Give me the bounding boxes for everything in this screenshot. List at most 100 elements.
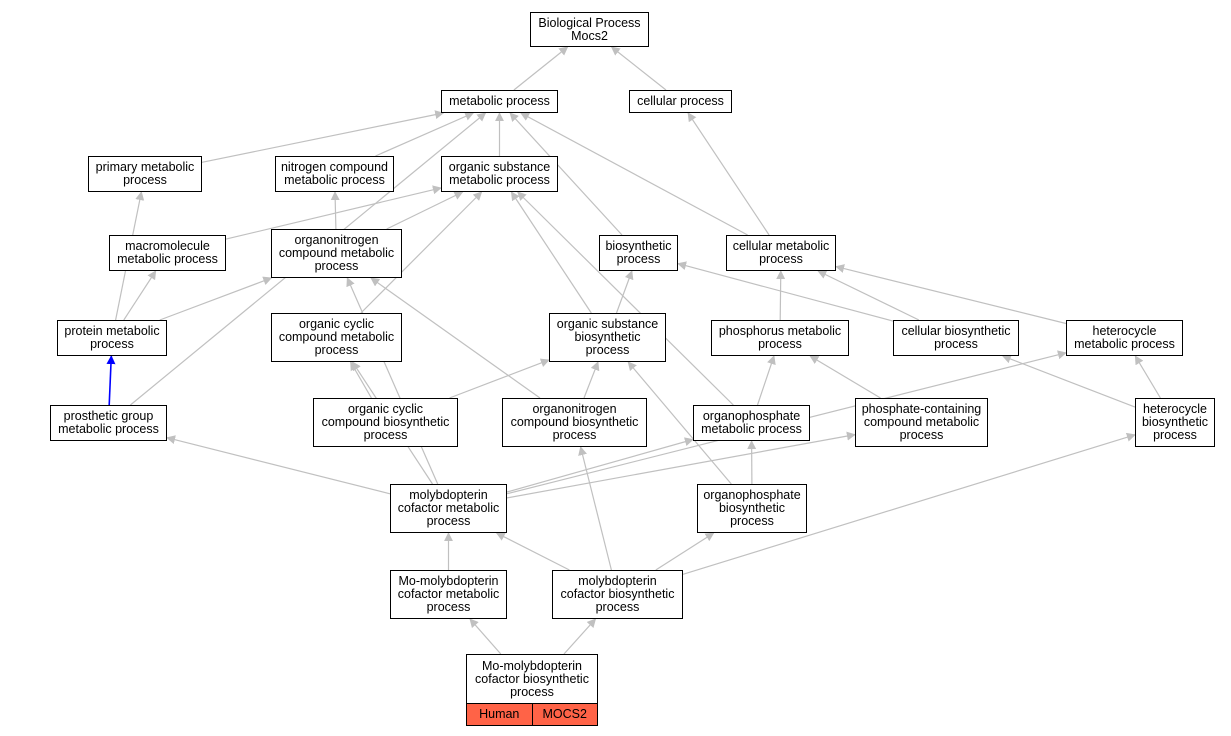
node-label-line: Mocs2 (571, 28, 608, 43)
node-label-line: process (552, 428, 597, 442)
node-label-line: compound biosynthetic (510, 415, 639, 429)
node-label-line: process (363, 428, 408, 442)
edge-organophos-to-phosphorus (756, 355, 776, 406)
edge-cellmetab-to-metabolic (520, 112, 748, 236)
edge-primary-to-metabolic (201, 110, 445, 163)
node-label-line: process (426, 514, 471, 528)
edge-molymetab-to-organonitro (346, 277, 439, 485)
edge-molybio-to-heterobio (682, 432, 1136, 575)
node-label-line: molybdopterin (578, 574, 657, 588)
node-label-line: metabolic process (1074, 337, 1175, 351)
edge-cellbio-to-cellmetab (817, 270, 920, 321)
node-label-line: biosynthetic (605, 239, 672, 253)
node-label-line: biosynthetic (574, 330, 641, 344)
edge-nitrogen-to-metabolic (375, 112, 475, 157)
go-node-metabolic[interactable]: metabolic process (441, 90, 558, 113)
node-label-line: organic substance (448, 160, 551, 174)
node-label-line: biosynthetic (718, 501, 785, 515)
node-label-line: cellular process (637, 94, 724, 108)
node-label-line: metabolic process (701, 422, 802, 436)
node-label-line: process (899, 428, 944, 442)
edge-heterobio-to-heterocycle (1134, 355, 1161, 399)
edge-prosthetic-to-protein (106, 355, 116, 406)
edge-protein-to-macromol (123, 270, 157, 321)
node-label-line: process (1153, 428, 1197, 442)
node-label-line: cellular metabolic (732, 239, 830, 253)
node-label-line: organophosphate (702, 409, 801, 423)
edge-orgcyclic-to-organicsub (360, 191, 483, 314)
node-label-line: Biological Process (538, 15, 641, 30)
node-label-line: organophosphate (703, 488, 801, 502)
edge-molymetab-to-prosthetic (166, 435, 391, 495)
node-label-line: cofactor biosynthetic (560, 587, 675, 601)
node-label-line: metabolic process (449, 94, 550, 108)
node-label-line: nitrogen compound (280, 160, 389, 174)
edge-cellular-to-bp (610, 46, 667, 91)
node-label-line: process (585, 343, 630, 357)
node-label-line: organonitrogen (294, 233, 379, 247)
node-label-line: compound metabolic (278, 330, 395, 344)
edge-heterocycle-to-cellmetab (835, 264, 1067, 325)
node-label-line: metabolic process (284, 173, 385, 187)
go-node-cellular[interactable]: cellular process (629, 90, 732, 113)
edge-metabolic-to-bp (513, 46, 569, 91)
node-label-line: organic cyclic (347, 402, 424, 416)
node-label-line: molybdopterin (409, 488, 488, 502)
edge-molymetab-to-phoscontain (506, 431, 856, 499)
node-label-line: organonitrogen (532, 402, 617, 416)
node-label-line: process (730, 514, 774, 528)
edge-orgsubbio-to-biosynthetic (615, 270, 634, 314)
node-label-line: process (90, 337, 134, 351)
gene-tag: MOCS2 (531, 704, 597, 725)
node-label-line: cellular biosynthetic (901, 324, 1011, 338)
node-label-line: compound biosynthetic (321, 415, 450, 429)
node-label-line: heterocycle (1092, 324, 1157, 338)
node-label-line: prosthetic group (63, 409, 154, 423)
node-label-line: metabolic process (58, 422, 159, 436)
edge-heterobio-to-cellbio (1001, 354, 1136, 408)
node-label-line: metabolic process (449, 173, 550, 187)
edge-molybio-to-organophosbio (655, 532, 715, 571)
node-label-line: organic substance (556, 317, 659, 331)
node-label-line: organic cyclic (298, 317, 375, 331)
edge-organophos-to-organicsub (517, 191, 734, 406)
edge-organonitrobio-to-orgsubbio (583, 361, 600, 399)
edge-molymetab-to-organophos (506, 437, 694, 493)
node-label-line: metabolic process (117, 252, 218, 266)
node-label-line: Mo-molybdopterin (398, 574, 499, 588)
node-label-line: process (123, 173, 167, 187)
edge-orgcycbio-to-orgsubbio (449, 358, 550, 399)
edge-organophosbio-to-orgsubbio (627, 361, 732, 485)
edge-molybio-to-molymetab (495, 532, 570, 571)
species-tag: Human (467, 704, 532, 725)
node-label-line: cofactor metabolic (397, 587, 500, 601)
